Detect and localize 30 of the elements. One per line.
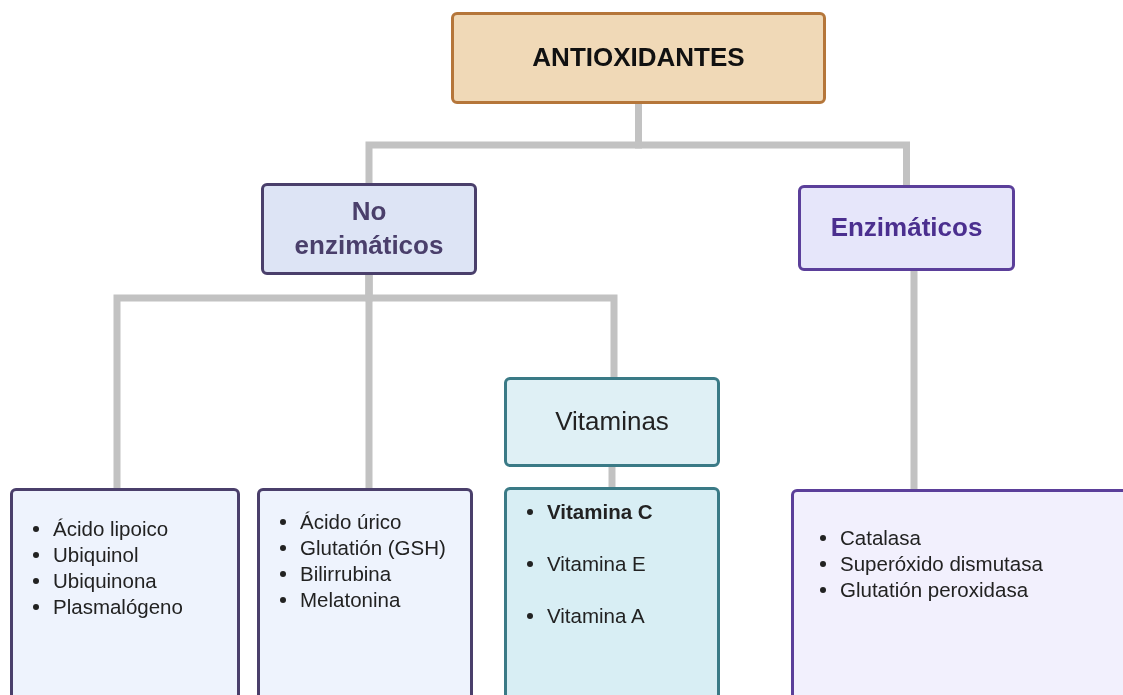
text: Melatonina bbox=[300, 587, 401, 611]
connector-line bbox=[910, 271, 918, 489]
text: Vitamina C bbox=[547, 500, 653, 523]
text: Superóxido dismutasa bbox=[840, 552, 1043, 575]
connector-line bbox=[365, 275, 618, 377]
connector-line bbox=[608, 467, 616, 487]
text: Catalasa bbox=[840, 526, 921, 549]
text: Glutatión (GSH) bbox=[300, 535, 446, 559]
category-title: Vitaminas bbox=[555, 405, 669, 439]
category-box bbox=[261, 183, 477, 275]
category-title: No enzimáticos bbox=[293, 195, 445, 262]
category-title: ANTIOXIDANTES bbox=[532, 41, 745, 75]
category-box bbox=[451, 12, 826, 104]
list-box bbox=[504, 487, 720, 695]
category-box bbox=[798, 185, 1015, 271]
text: Ubiquinona bbox=[53, 569, 157, 592]
text: Vitamina A bbox=[547, 604, 645, 627]
text: Ácido lipoico bbox=[53, 517, 169, 540]
list-box bbox=[257, 488, 473, 695]
text: Ácido úrico bbox=[300, 509, 402, 533]
list-box bbox=[10, 488, 240, 695]
text: Plasmalógeno bbox=[53, 595, 183, 618]
category-title: Enzimáticos bbox=[830, 211, 983, 245]
list-box bbox=[791, 489, 1123, 695]
connector-line bbox=[635, 104, 910, 185]
text: Ubiquinol bbox=[53, 543, 139, 566]
text: Bilirrubina bbox=[300, 561, 392, 585]
category-box bbox=[504, 377, 720, 467]
text: Glutatión peroxidasa bbox=[840, 578, 1029, 601]
text: Vitamina E bbox=[547, 552, 646, 575]
